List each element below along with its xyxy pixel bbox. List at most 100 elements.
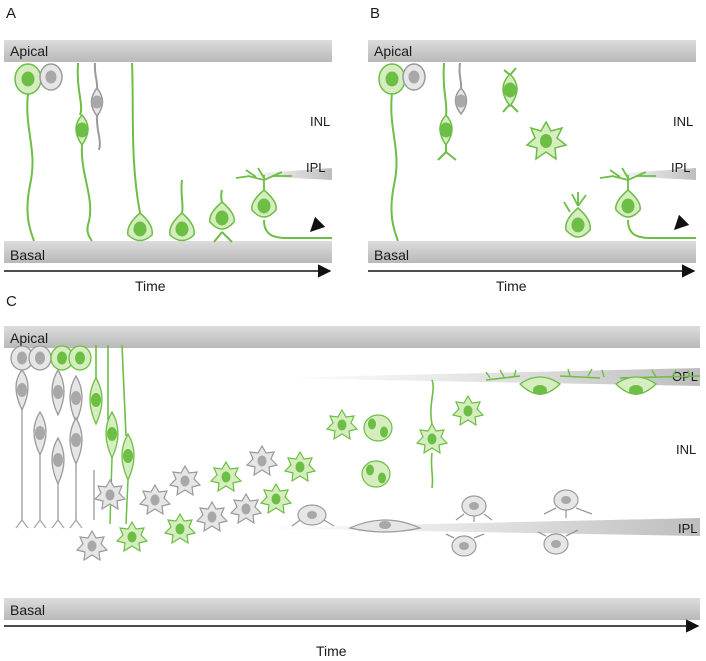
panel-a-cells <box>14 62 332 243</box>
green-dividing-cell <box>361 460 391 488</box>
panel-c-inl-label: INL <box>676 442 696 457</box>
panel-b-cells <box>378 62 696 242</box>
cell-process <box>430 379 434 489</box>
cell-process <box>21 410 95 520</box>
green-nucleus <box>463 405 473 417</box>
green-nucleus <box>337 419 347 431</box>
cell-process <box>537 529 579 537</box>
green-nucleus <box>175 523 185 535</box>
gray-nucleus <box>459 542 469 550</box>
gray-nucleus <box>207 511 217 523</box>
green-nucleus <box>91 393 101 407</box>
gray-nucleus <box>379 521 391 529</box>
green-nucleus <box>439 122 453 138</box>
panel-b-basal-label: Basal <box>374 247 409 263</box>
green-nucleus <box>221 471 231 483</box>
cell-process <box>93 62 99 89</box>
panel-a-ipl-band <box>235 168 332 180</box>
panel-b-letter: B <box>370 5 380 22</box>
panel-b-apical-label: Apical <box>374 43 412 59</box>
panel-b-ipl-band <box>598 168 696 180</box>
panel-c-basal-label: Basal <box>10 602 45 618</box>
green-nucleus <box>380 426 388 438</box>
cell-process <box>445 533 485 539</box>
gray-nucleus <box>469 502 479 510</box>
gray-nucleus <box>71 391 81 405</box>
green-nucleus <box>57 351 67 365</box>
green-nucleus <box>175 221 189 237</box>
cell-process <box>291 519 335 527</box>
cell-endfeet <box>15 519 83 529</box>
panel-a-ipl-label: IPL <box>306 160 326 175</box>
panel-a-pointer-arrow <box>309 216 326 233</box>
gray-nucleus <box>35 426 45 440</box>
green-nucleus <box>257 198 271 214</box>
gray-nucleus <box>87 540 97 552</box>
green-nucleus <box>75 351 85 365</box>
gray-nucleus <box>35 351 45 365</box>
panel-c-apical-band <box>4 326 700 348</box>
panel-b-apical-band <box>368 40 696 62</box>
green-nucleus <box>378 472 386 484</box>
gray-nucleus <box>307 511 317 519</box>
gray-nucleus <box>17 383 27 397</box>
gray-nucleus <box>71 433 81 447</box>
panel-c-opl-cells <box>485 368 701 395</box>
green-nucleus <box>75 122 89 138</box>
green-nucleus <box>571 217 585 233</box>
gray-nucleus <box>17 351 27 365</box>
cell-process <box>26 92 35 242</box>
cell-process <box>131 62 141 214</box>
panel-c-ipl-cells <box>291 489 593 557</box>
panel-c-apical-label: Apical <box>10 330 48 346</box>
panel-b: B Apical Basal INL IPL Time <box>368 5 696 294</box>
green-nucleus <box>366 464 374 476</box>
green-nucleus <box>368 418 376 430</box>
cell-process <box>458 62 463 89</box>
green-nucleus <box>133 221 147 237</box>
panel-c-opl-band <box>270 368 700 386</box>
panel-a-apical-label: Apical <box>10 43 48 59</box>
cell-dendrites <box>235 167 292 190</box>
panel-c-time-label: Time <box>316 643 347 659</box>
cell-process <box>502 67 519 113</box>
green-nucleus <box>271 493 281 505</box>
gray-nucleus <box>53 453 63 467</box>
cell-process <box>213 231 233 243</box>
gray-nucleus <box>561 496 571 504</box>
gray-nucleus <box>91 95 103 109</box>
panel-a-letter: A <box>6 5 16 22</box>
panel-a: A Apical Basal INL IPL Time <box>4 5 332 294</box>
cell-dendrites <box>599 167 656 190</box>
panel-a-basal-label: Basal <box>10 247 45 263</box>
gray-nucleus <box>150 494 160 506</box>
gray-nucleus <box>257 455 267 467</box>
green-nucleus <box>533 385 547 395</box>
cell-axon <box>627 219 696 240</box>
panel-c: C Apical Basal OPL INL IPL Time <box>4 293 701 659</box>
green-nucleus <box>127 531 137 543</box>
panel-b-time-label: Time <box>496 278 527 294</box>
green-nucleus <box>295 461 305 473</box>
gray-nucleus <box>53 385 63 399</box>
cell-process <box>563 192 587 213</box>
gray-nucleus <box>241 503 251 515</box>
green-nucleus <box>540 134 552 148</box>
green-nucleus <box>427 433 437 445</box>
cell-process <box>455 513 493 522</box>
gray-nucleus <box>408 70 420 84</box>
panel-a-basal-band <box>4 241 332 263</box>
green-nucleus <box>503 82 517 98</box>
cell-process <box>95 115 101 151</box>
cell-process <box>95 344 127 437</box>
panel-a-apical-band <box>4 40 332 62</box>
green-nucleus <box>215 210 229 226</box>
gray-nucleus <box>551 540 561 548</box>
panel-a-time-label: Time <box>135 278 166 294</box>
panel-b-pointer-arrow <box>673 214 690 231</box>
green-nucleus <box>385 71 399 87</box>
panel-c-progenitor-stack <box>10 344 135 529</box>
gray-nucleus <box>455 94 467 108</box>
